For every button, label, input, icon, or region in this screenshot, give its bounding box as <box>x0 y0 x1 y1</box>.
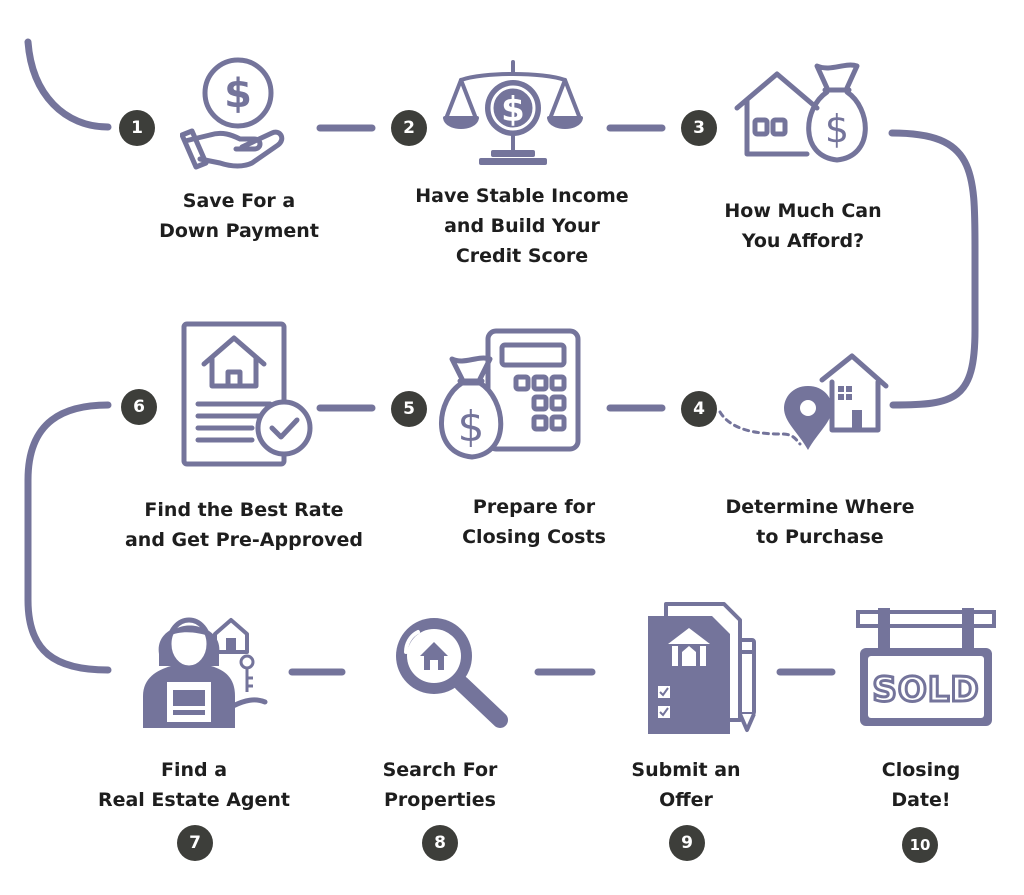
step-5-label: Prepare for Closing Costs <box>462 496 606 548</box>
calculator-money-bag-icon: $ <box>439 328 581 460</box>
step-10-label: Closing Date! <box>881 759 961 811</box>
step-4-label: Determine Where to Purchase <box>725 496 915 548</box>
balance-scale-dollar-icon: $ <box>443 60 583 165</box>
offer-document-icon <box>648 602 756 734</box>
lead-in-curve <box>24 38 112 131</box>
step-1-label: Save For a Down Payment <box>159 190 319 242</box>
svg-text:$: $ <box>825 107 849 151</box>
step-9-badge: 9 <box>669 825 705 861</box>
location-pin-house-icon <box>718 353 889 450</box>
step-7-badge: 7 <box>177 825 213 861</box>
approved-document-icon <box>181 321 313 467</box>
step-6-label: Find the Best Rate and Get Pre-Approved <box>124 499 363 551</box>
magnifier-house-icon <box>396 618 508 728</box>
connector-3-4 <box>888 129 979 409</box>
sold-sign-text: SOLD <box>872 670 979 710</box>
hand-holding-dollar-icon: $ <box>180 57 285 170</box>
step-7-label: Find a Real Estate Agent <box>97 759 291 811</box>
connector-6-7 <box>24 401 112 674</box>
real-estate-agent-icon <box>143 617 268 728</box>
step-5-badge: 5 <box>391 391 427 427</box>
svg-text:$: $ <box>458 402 485 451</box>
step-1-badge: 1 <box>119 110 155 146</box>
house-money-bag-icon: $ <box>734 62 868 163</box>
step-8-badge: 8 <box>422 825 458 861</box>
step-2-label: Have Stable Income and Build Your Credit… <box>415 185 629 267</box>
sold-sign-icon: SOLD <box>856 608 996 726</box>
step-4-badge: 4 <box>681 391 717 427</box>
step-3-badge: 3 <box>681 110 717 146</box>
step-6-badge: 6 <box>121 389 157 425</box>
svg-text:$: $ <box>501 90 525 130</box>
step-8-label: Search For Properties <box>382 759 498 811</box>
step-2-badge: 2 <box>391 110 427 146</box>
step-3-label: How Much Can You Afford? <box>724 200 882 252</box>
step-9-label: Submit an Offer <box>631 759 741 811</box>
svg-text:$: $ <box>224 71 252 117</box>
step-10-badge: 10 <box>902 827 938 863</box>
